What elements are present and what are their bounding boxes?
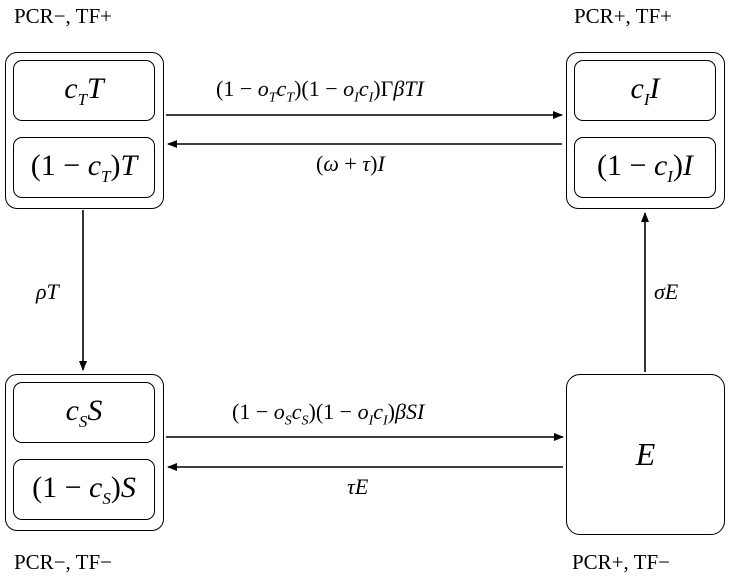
- label-pcr-pos-tf-pos: PCR+, TF+: [574, 4, 673, 28]
- label-e-to-i: σE: [654, 279, 679, 304]
- label-s-to-e: (1 − oScS)(1 − oIcI)βSI: [232, 399, 425, 429]
- node-t-bottom: (1 − cT)T: [13, 137, 155, 198]
- node-s-top: cSS: [13, 382, 155, 443]
- node-t-top: cTT: [13, 60, 155, 121]
- node-e: E: [566, 374, 725, 535]
- node-i-top: cII: [574, 60, 716, 121]
- label-i-to-t: (ω + τ)I: [316, 151, 385, 176]
- node-i: cII (1 − cI)I: [566, 52, 725, 209]
- node-s-bottom: (1 − cS)S: [13, 459, 155, 520]
- node-s: cSS (1 − cS)S: [5, 374, 164, 531]
- node-t: cTT (1 − cT)T: [5, 52, 164, 209]
- label-t-to-i: (1 − oTcT)(1 − oIcI)ΓβTI: [216, 76, 424, 106]
- label-pcr-pos-tf-neg: PCR+, TF−: [572, 550, 671, 574]
- node-i-bottom: (1 − cI)I: [574, 137, 716, 198]
- label-t-to-s: ρT: [36, 279, 59, 304]
- label-pcr-neg-tf-pos: PCR−, TF+: [14, 4, 113, 28]
- label-e-to-s: τE: [347, 474, 369, 499]
- label-pcr-neg-tf-neg: PCR−, TF−: [14, 550, 113, 574]
